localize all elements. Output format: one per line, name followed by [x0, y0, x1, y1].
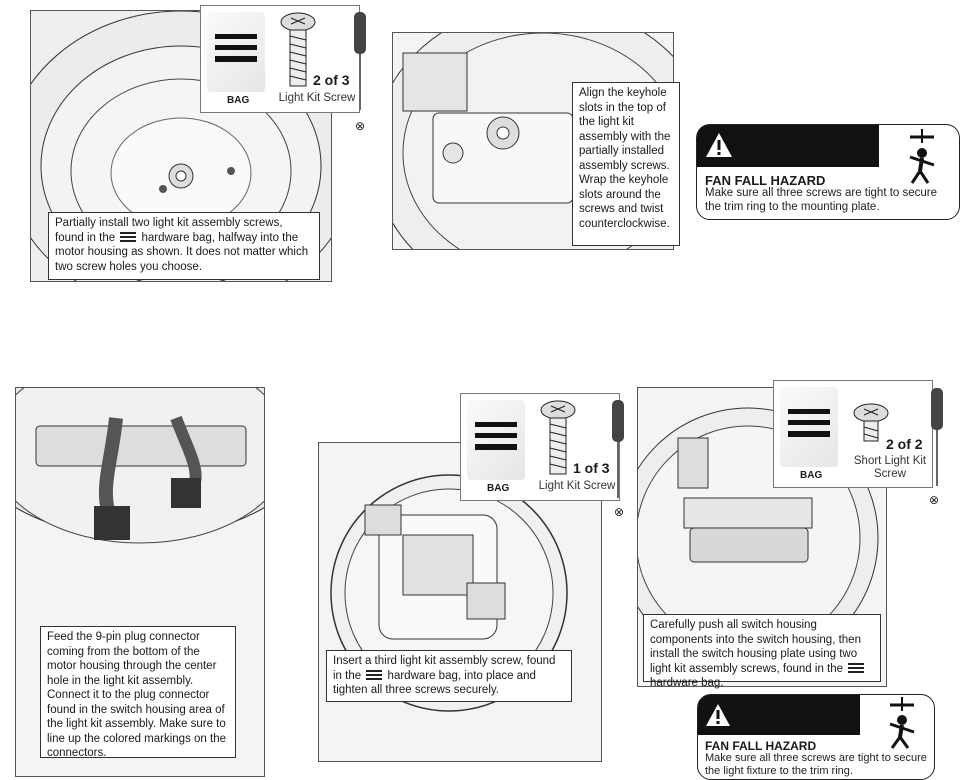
step1-text-b: hardware bag, halfway into the motor hou…	[55, 231, 309, 273]
step5-text-a: Carefully push all switch housing compon…	[650, 619, 861, 675]
bag-three-bars-icon	[788, 409, 830, 437]
step1-text-a: Partially install two light kit assembly…	[55, 217, 283, 244]
bag-label: BAG	[487, 483, 510, 494]
short-screw-icon	[853, 403, 889, 442]
step5-text-b: hardware bag.	[650, 677, 724, 689]
bag-label: BAG	[227, 95, 250, 106]
step2-instructions: Align the keyhole slots in the top of th…	[572, 82, 680, 246]
warning-title: WARNING	[705, 171, 854, 204]
step1-hardware-callout: BAG 2 of 3 Light Kit Screw	[200, 5, 360, 113]
step4-text-a: Insert a third light kit assembly screw,…	[333, 655, 556, 682]
step5-hardware-callout: BAG 2 of 2 Short Light Kit Screw	[773, 380, 933, 488]
hazard-message: Make sure all three screws are tight to …	[705, 187, 938, 213]
no-power-tool-icon: ⊗	[928, 493, 940, 507]
screw-count: 2 of 3	[313, 72, 350, 88]
hazard-message: Make sure all three screws are tight to …	[705, 752, 927, 777]
screw-icon	[280, 12, 316, 87]
no-power-tool-icon: ⊗	[613, 505, 625, 519]
step4-hardware-callout: BAG 1 of 3 Light Kit Screw	[460, 393, 620, 501]
bag-three-bars-icon	[215, 34, 257, 62]
no-power-tool-icon: ⊗	[354, 119, 366, 133]
bag-icon	[848, 662, 865, 673]
screw-count: 2 of 2	[886, 436, 923, 452]
step2-text: Align the keyhole slots in the top of th…	[579, 87, 671, 230]
warning-title: WARNING	[705, 740, 839, 770]
warning-banner: WARNING	[698, 695, 860, 770]
screw-name: Light Kit Screw	[538, 480, 616, 492]
step1-instructions: Partially install two light kit assembly…	[48, 212, 320, 280]
warning-box-1: WARNING FAN FALL HAZARD Make sure all th…	[696, 124, 960, 220]
step4-text-b: hardware bag, into place and tighten all…	[333, 669, 536, 697]
warning-banner: WARNING	[697, 125, 879, 204]
warning-triangle-icon	[706, 704, 730, 726]
step3-instructions: Feed the 9-pin plug connector coming fro…	[40, 626, 236, 759]
screw-count: 1 of 3	[573, 460, 610, 476]
bag-icon	[120, 231, 137, 242]
warning-box-2: WARNING FAN FALL HAZARD Make sure all th…	[697, 694, 935, 780]
bag-three-bars-icon	[475, 422, 517, 450]
bag-icon	[366, 669, 383, 680]
hazard-title: FAN FALL HAZARD	[705, 739, 817, 753]
screw-name: Short Light Kit Screw	[853, 455, 927, 480]
bag-label: BAG	[800, 470, 823, 481]
plug-connector-drawing	[16, 388, 264, 544]
warning-triangle-icon	[706, 133, 732, 157]
screw-name: Light Kit Screw	[278, 92, 356, 104]
hazard-title: FAN FALL HAZARD	[705, 173, 826, 188]
step3-text: Feed the 9-pin plug connector coming fro…	[47, 631, 226, 759]
step5-instructions: Carefully push all switch housing compon…	[643, 614, 881, 689]
screwdriver-icon	[612, 400, 624, 498]
screwdriver-icon	[354, 12, 366, 110]
falling-person-icon	[889, 697, 915, 749]
falling-person-icon	[909, 129, 935, 184]
step4-instructions: Insert a third light kit assembly screw,…	[326, 650, 572, 702]
screw-icon	[540, 400, 576, 475]
screwdriver-icon	[931, 388, 943, 486]
